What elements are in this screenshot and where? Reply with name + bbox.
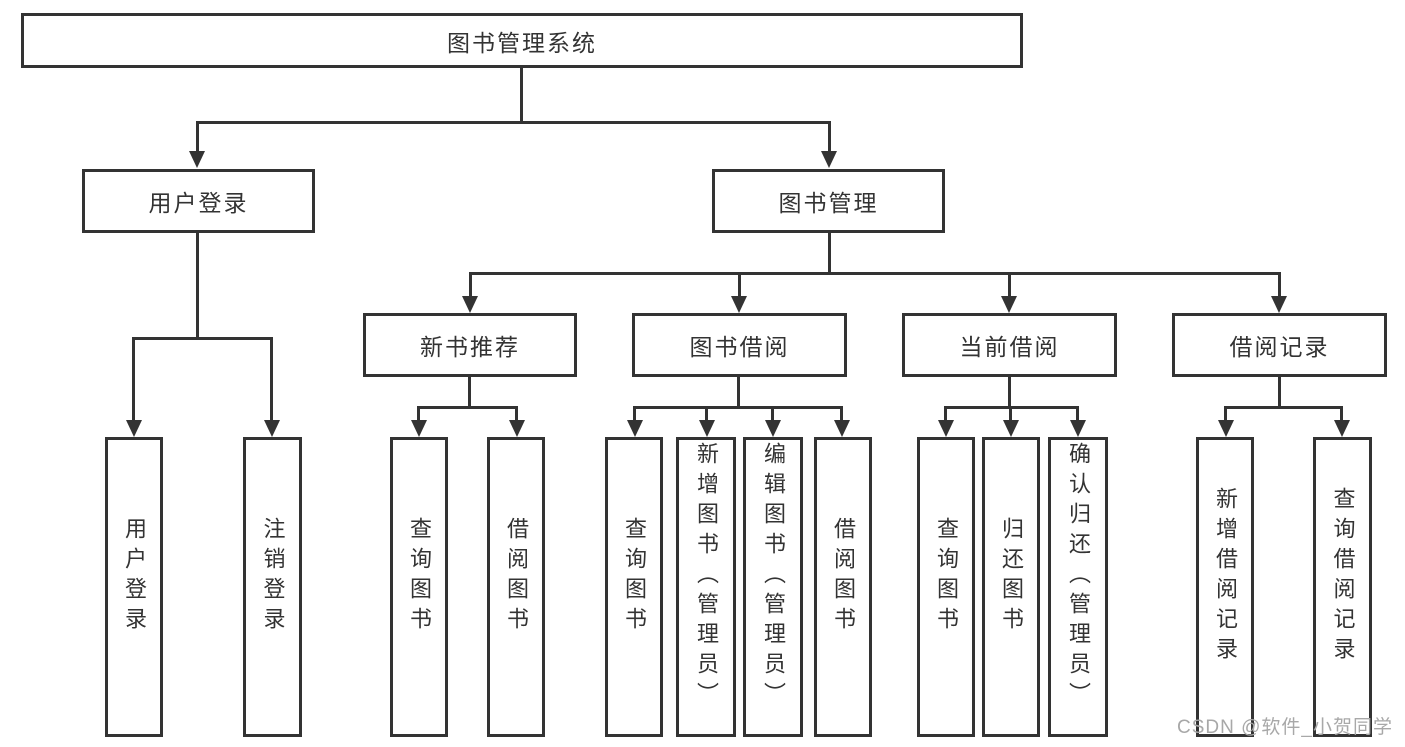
arrowhead-down-icon bbox=[765, 420, 781, 437]
arrowhead-down-icon bbox=[126, 420, 142, 437]
leaf-add-borrow-record: 新增借阅记录 bbox=[1196, 437, 1254, 737]
connector-vline bbox=[944, 406, 947, 425]
leaf-label: 查询图书 bbox=[407, 517, 432, 637]
connector-vline bbox=[633, 406, 636, 425]
node-label: 用户登录 bbox=[148, 190, 249, 216]
leaf-label: 查询图书 bbox=[622, 517, 647, 637]
connector-vline bbox=[771, 406, 774, 425]
connector-vline bbox=[737, 377, 740, 406]
connector-vline bbox=[840, 406, 843, 425]
arrowhead-down-icon bbox=[264, 420, 280, 437]
node-label: 新书推荐 bbox=[420, 334, 520, 360]
leaf-label: 新增图书（管理员） bbox=[694, 442, 719, 712]
leaf-label: 归还图书 bbox=[999, 517, 1024, 637]
arrowhead-down-icon bbox=[731, 296, 747, 313]
connector-vline bbox=[132, 337, 135, 425]
connector-vline bbox=[469, 272, 472, 300]
arrowhead-down-icon bbox=[411, 420, 427, 437]
node-label: 借阅记录 bbox=[1229, 334, 1330, 360]
node-library-management-system: 图书管理系统 bbox=[21, 13, 1023, 68]
arrowhead-down-icon bbox=[1001, 296, 1017, 313]
arrowhead-down-icon bbox=[627, 420, 643, 437]
leaf-borrow-books-2: 借阅图书 bbox=[814, 437, 872, 737]
leaf-query-books-2: 查询图书 bbox=[605, 437, 663, 737]
connector-vline bbox=[1008, 272, 1011, 300]
node-label: 图书管理系统 bbox=[447, 29, 597, 56]
leaf-label: 确认归还（管理员） bbox=[1066, 442, 1091, 712]
connector-hline bbox=[633, 406, 843, 409]
node-user-login: 用户登录 bbox=[82, 169, 315, 233]
connector-vline bbox=[196, 121, 199, 154]
leaf-label: 用户登录 bbox=[122, 517, 147, 637]
leaf-label: 编辑图书（管理员） bbox=[761, 442, 786, 712]
leaf-confirm-return-admin: 确认归还（管理员） bbox=[1048, 437, 1108, 737]
arrowhead-down-icon bbox=[1003, 420, 1019, 437]
connector-vline bbox=[738, 272, 741, 300]
connector-hline bbox=[196, 121, 831, 124]
node-current-borrowing: 当前借阅 bbox=[902, 313, 1117, 377]
connector-vline bbox=[1278, 377, 1281, 406]
connector-vline bbox=[417, 406, 420, 425]
connector-hline bbox=[417, 406, 518, 409]
leaf-label: 查询图书 bbox=[934, 517, 959, 637]
connector-vline bbox=[828, 233, 831, 272]
leaf-return-books: 归还图书 bbox=[982, 437, 1040, 737]
csdn-watermark: CSDN @软件_小贺同学 bbox=[1177, 717, 1393, 738]
node-borrowing-records: 借阅记录 bbox=[1172, 313, 1387, 377]
connector-hline bbox=[469, 272, 1281, 275]
connector-vline bbox=[515, 406, 518, 425]
leaf-label: 注销登录 bbox=[260, 517, 286, 637]
arrowhead-down-icon bbox=[1334, 420, 1350, 437]
connector-vline bbox=[196, 233, 199, 337]
arrowhead-down-icon bbox=[509, 420, 525, 437]
connector-vline bbox=[1076, 406, 1079, 425]
arrowhead-down-icon bbox=[189, 151, 205, 168]
node-label: 图书借阅 bbox=[689, 334, 790, 360]
connector-vline bbox=[270, 337, 273, 425]
arrowhead-down-icon bbox=[834, 420, 850, 437]
arrowhead-down-icon bbox=[1271, 296, 1287, 313]
connector-vline bbox=[1224, 406, 1227, 425]
connector-vline bbox=[828, 121, 831, 154]
leaf-query-borrow-record: 查询借阅记录 bbox=[1313, 437, 1372, 737]
node-book-borrowing: 图书借阅 bbox=[632, 313, 847, 377]
arrowhead-down-icon bbox=[699, 420, 715, 437]
arrowhead-down-icon bbox=[821, 151, 837, 168]
leaf-label: 借阅图书 bbox=[504, 517, 529, 637]
connector-vline bbox=[468, 377, 471, 406]
connector-vline bbox=[1278, 272, 1281, 300]
node-label: 图书管理 bbox=[778, 190, 879, 216]
connector-vline bbox=[520, 68, 523, 121]
leaf-label: 新增借阅记录 bbox=[1213, 487, 1238, 667]
node-label: 当前借阅 bbox=[959, 334, 1060, 360]
connector-vline bbox=[1008, 377, 1011, 406]
connector-vline bbox=[1009, 406, 1012, 425]
arrowhead-down-icon bbox=[1070, 420, 1086, 437]
node-new-book-recommend: 新书推荐 bbox=[363, 313, 577, 377]
connector-hline bbox=[1224, 406, 1343, 409]
leaf-add-books-admin: 新增图书（管理员） bbox=[676, 437, 736, 737]
leaf-logout: 注销登录 bbox=[243, 437, 302, 737]
leaf-edit-books-admin: 编辑图书（管理员） bbox=[743, 437, 803, 737]
connector-hline bbox=[132, 337, 272, 340]
leaf-label: 查询借阅记录 bbox=[1330, 487, 1356, 667]
connector-vline bbox=[1340, 406, 1343, 425]
leaf-query-books-3: 查询图书 bbox=[917, 437, 975, 737]
node-book-management: 图书管理 bbox=[712, 169, 945, 233]
leaf-borrow-books-1: 借阅图书 bbox=[487, 437, 545, 737]
arrowhead-down-icon bbox=[938, 420, 954, 437]
leaf-query-books-1: 查询图书 bbox=[390, 437, 448, 737]
arrowhead-down-icon bbox=[462, 296, 478, 313]
leaf-user-login: 用户登录 bbox=[105, 437, 163, 737]
leaf-label: 借阅图书 bbox=[831, 517, 856, 637]
connector-vline bbox=[705, 406, 708, 425]
arrowhead-down-icon bbox=[1218, 420, 1234, 437]
